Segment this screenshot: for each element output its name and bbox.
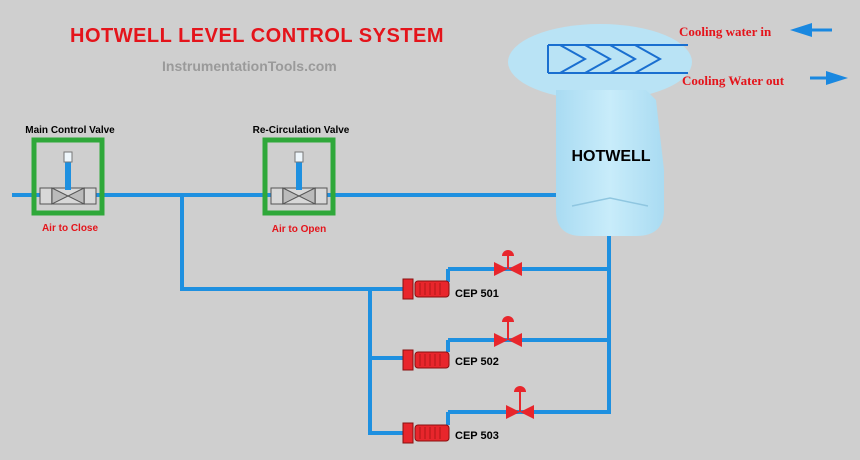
- condenser-coil: [547, 44, 688, 74]
- recirc-valve-label: Re-Circulation Valve: [253, 125, 350, 136]
- suction-header-pipe: [368, 289, 405, 435]
- discharge-valve-501: [494, 250, 522, 276]
- pump-cep-501: [402, 278, 450, 300]
- pump-503-label: CEP 503: [455, 430, 499, 442]
- pump-cep-502: [402, 349, 450, 371]
- recirculation-valve: [262, 137, 336, 216]
- discharge-valve-502: [494, 316, 522, 347]
- main-control-valve: [31, 137, 105, 216]
- cooling-in-arrow-icon: [790, 23, 832, 37]
- pump-502-label: CEP 502: [455, 356, 499, 368]
- discharge-valve-503: [506, 386, 534, 419]
- cooling-out-arrow-icon: [810, 71, 848, 85]
- valve-box: [31, 137, 105, 216]
- cooling-water-in-label: Cooling water in: [679, 24, 772, 39]
- watermark: InstrumentationTools.com: [162, 58, 337, 74]
- main-valve-label: Main Control Valve: [25, 125, 115, 136]
- recirc-branch-pipe: [180, 195, 405, 291]
- pump-501-label: CEP 501: [455, 288, 499, 300]
- diagram-title: HOTWELL LEVEL CONTROL SYSTEM: [70, 25, 444, 47]
- hotwell-vessel: [556, 90, 664, 236]
- condenser-top: [508, 24, 692, 100]
- hotwell-label: HOTWELL: [571, 148, 650, 165]
- recirc-valve-action: Air to Open: [272, 224, 326, 235]
- cooling-water-out-label: Cooling Water out: [682, 73, 785, 88]
- hotwell-tank: HOTWELL: [508, 24, 692, 236]
- main-valve-action: Air to Close: [42, 223, 99, 234]
- pump-cep-503: [402, 422, 450, 444]
- valve-box: [262, 137, 336, 216]
